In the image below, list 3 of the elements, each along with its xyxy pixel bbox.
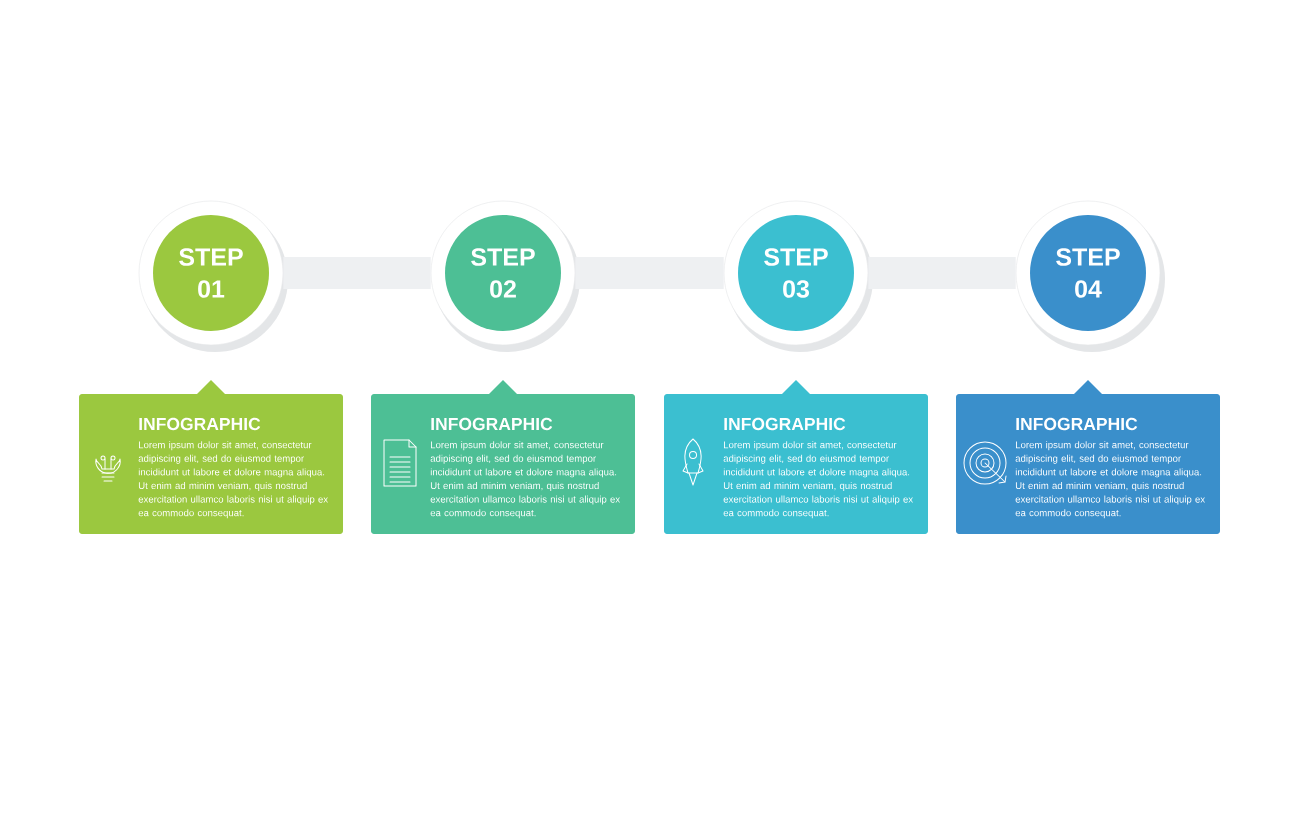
connector-bar — [283, 257, 431, 289]
connector-bar — [575, 257, 724, 289]
connector-bar — [868, 257, 1016, 289]
